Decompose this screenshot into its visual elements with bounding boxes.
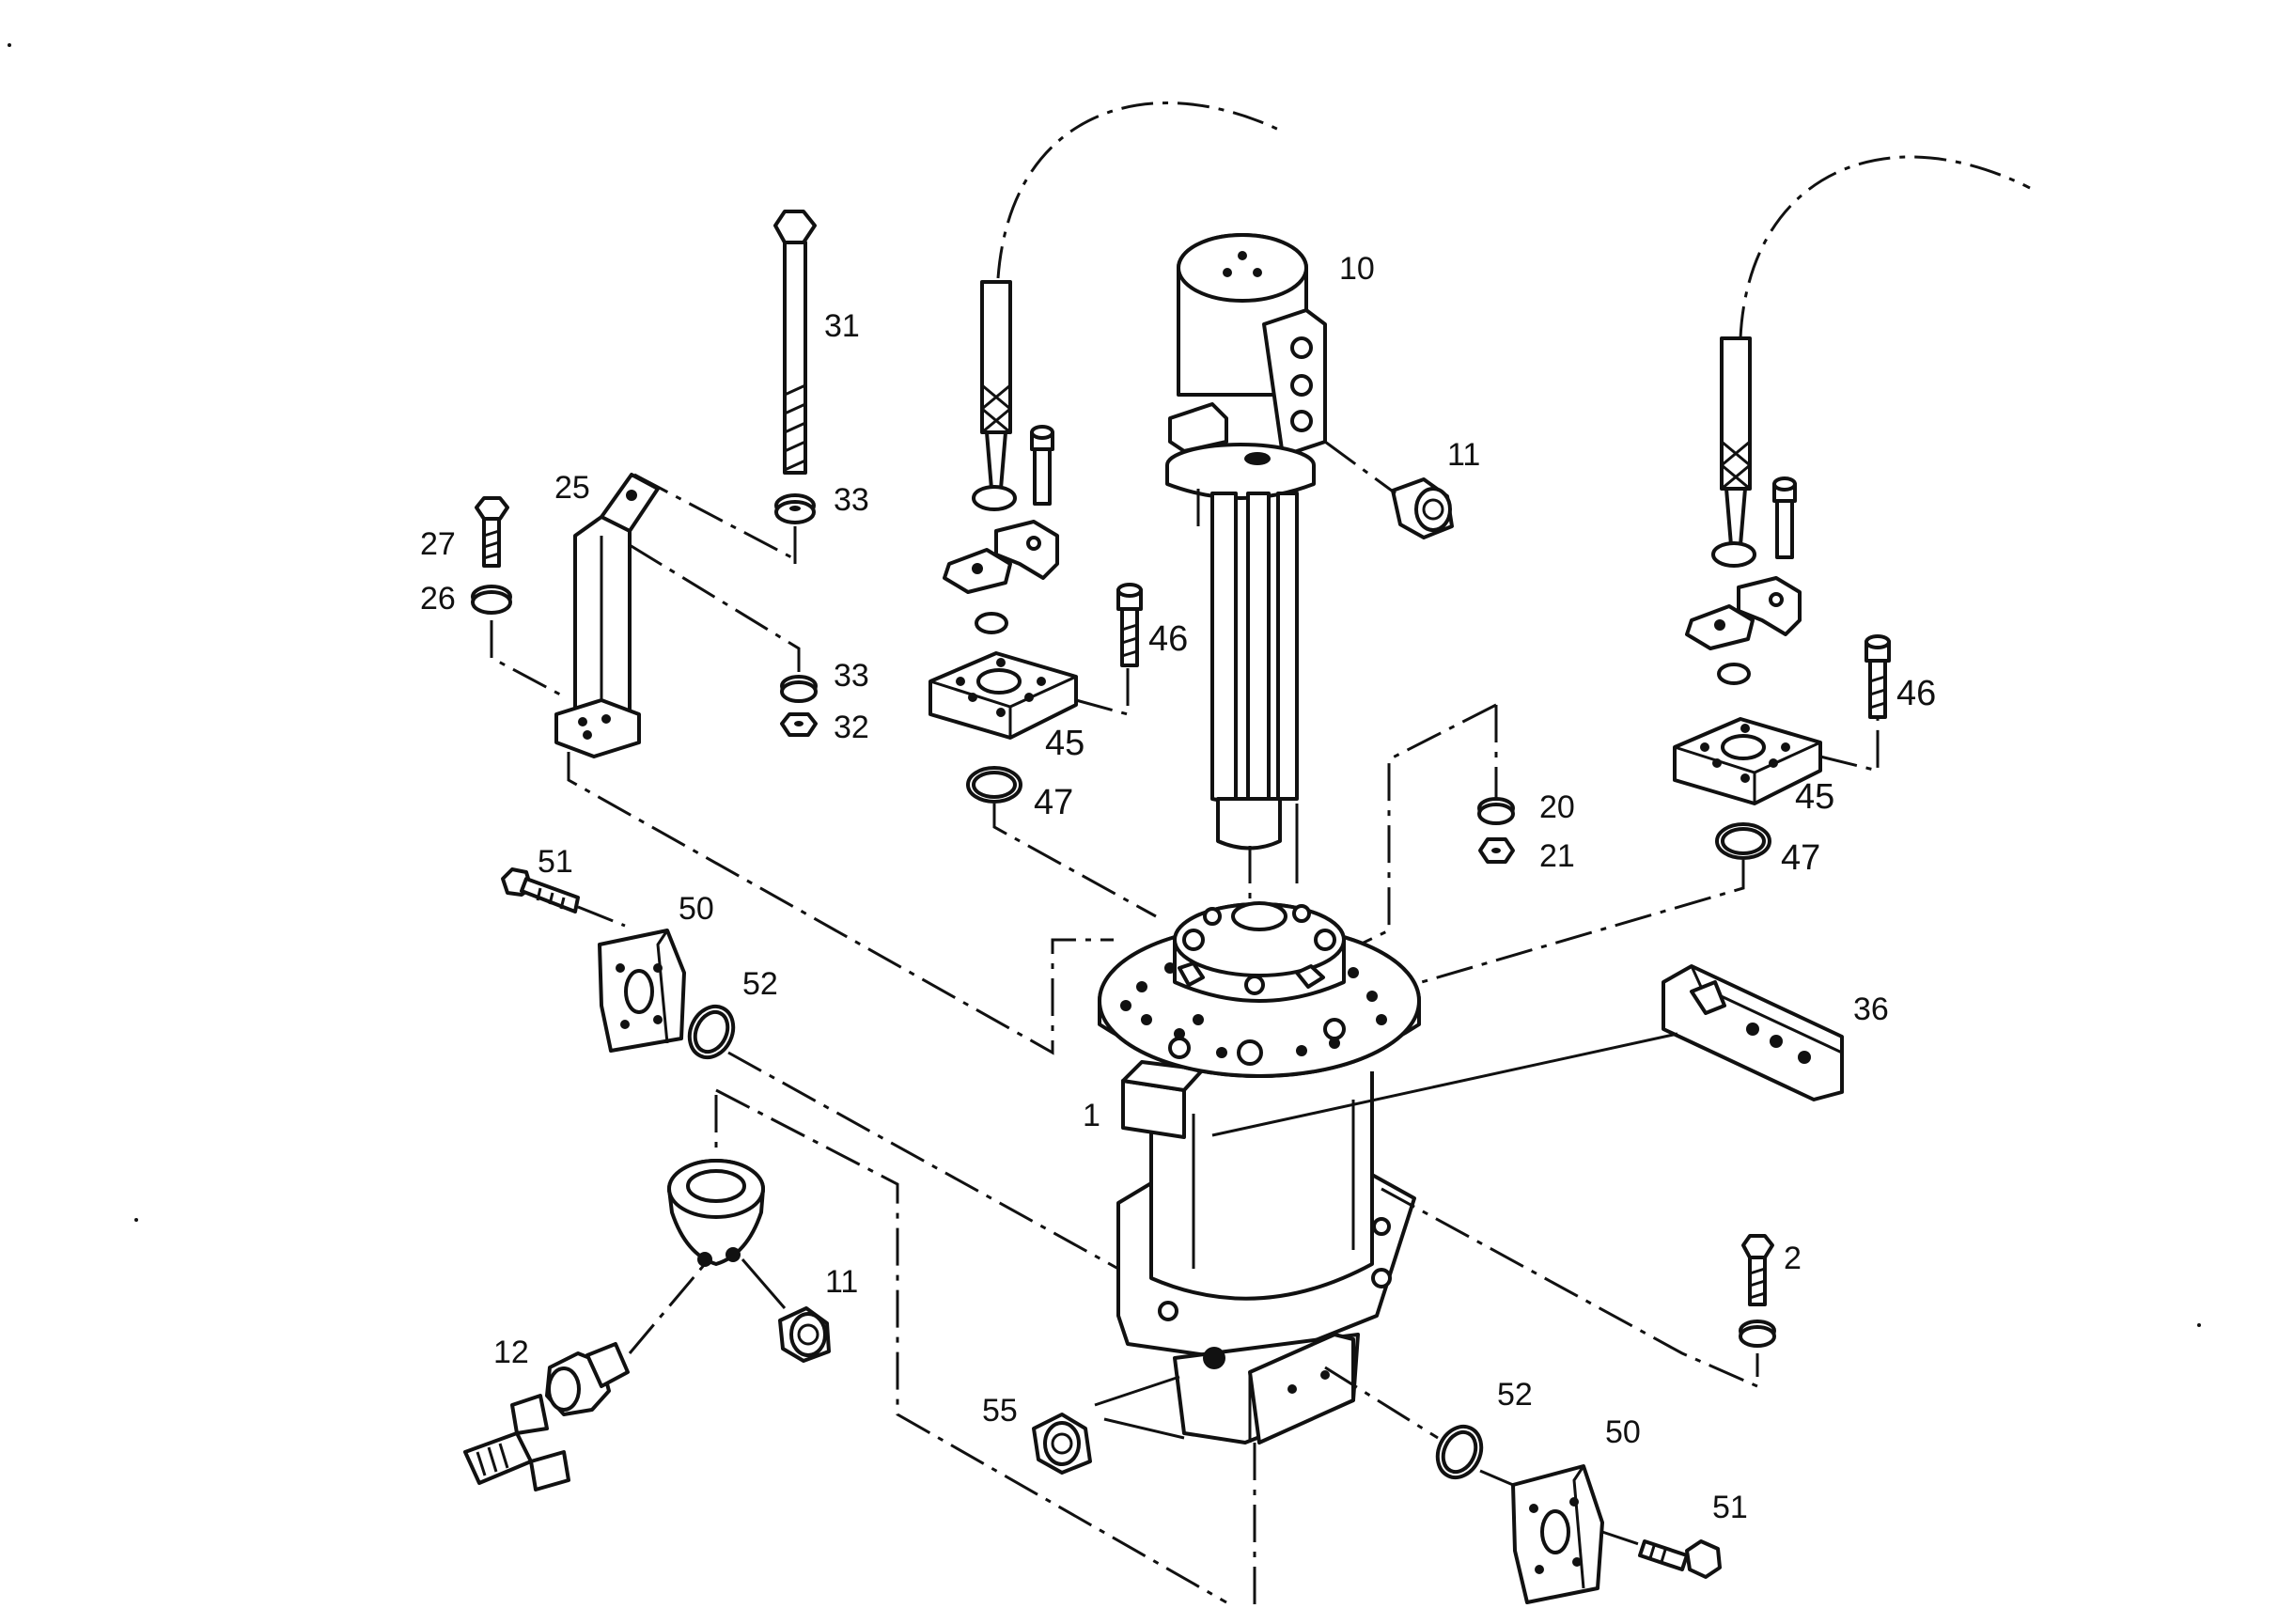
part-50-flange-left — [598, 929, 686, 1053]
label-25: 25 — [554, 470, 590, 506]
clamp-left — [943, 520, 1059, 594]
label-31: 31 — [824, 308, 860, 344]
label-32: 32 — [834, 710, 869, 745]
leader-45-46-left — [1075, 667, 1130, 716]
leader-52-left — [727, 1051, 1119, 1271]
label-47-right: 47 — [1781, 838, 1820, 878]
part-10-valve-head — [1165, 233, 1327, 883]
part-47-ring-left — [966, 766, 1022, 804]
label-27: 27 — [420, 526, 456, 562]
part-36-plate — [1662, 964, 1844, 1101]
label-2: 2 — [1784, 1241, 1802, 1276]
part-o-ring-small-right — [1717, 663, 1751, 685]
label-46-left: 46 — [1148, 619, 1188, 659]
leader-52-50 — [1479, 1469, 1514, 1487]
label-55: 55 — [982, 1393, 1018, 1429]
part-cup — [667, 1159, 765, 1267]
leader-45-46-right — [1819, 719, 1880, 773]
part-20-washer — [1477, 797, 1515, 825]
part-33-washer-a — [774, 493, 816, 524]
part-46-screw-left — [1116, 583, 1143, 667]
label-50-right: 50 — [1605, 1414, 1641, 1450]
leader-36 — [1211, 1032, 1678, 1137]
part-46-screw-upper-right — [1772, 476, 1797, 559]
label-47-left: 47 — [1034, 783, 1073, 822]
scan-dot — [8, 43, 11, 47]
part-1-main-body — [1098, 901, 1421, 1444]
leader-11-top — [1324, 440, 1396, 495]
hose-left — [996, 102, 1284, 279]
label-20: 20 — [1539, 789, 1575, 825]
part-11-cap-screw-bottom — [778, 1306, 831, 1363]
label-52-left: 52 — [742, 966, 778, 1002]
label-45-right: 45 — [1795, 777, 1834, 817]
leader-51-right — [1601, 1530, 1646, 1548]
leader-12 — [628, 1263, 707, 1354]
label-11-top: 11 — [1447, 437, 1480, 473]
leader-47-right — [1324, 860, 1745, 1012]
label-33-bottom: 33 — [834, 658, 869, 694]
part-33-washer-b — [780, 675, 818, 703]
part-11-cap-screw-top — [1391, 477, 1454, 539]
part-47-ring-right — [1715, 822, 1771, 860]
leader-cup-frame — [715, 1088, 1227, 1604]
part-45-block-right — [1673, 717, 1822, 805]
scan-dot — [134, 1218, 138, 1222]
part-tee-fitting — [463, 1394, 570, 1491]
label-11-bottom: 11 — [825, 1264, 858, 1300]
label-51-right: 51 — [1712, 1490, 1748, 1525]
leader-2 — [1381, 1187, 1759, 1389]
hose-right — [1739, 155, 2031, 339]
part-21-nut — [1478, 837, 1515, 864]
label-33-top: 33 — [834, 482, 869, 518]
part-27-bolt — [475, 496, 509, 568]
label-36: 36 — [1853, 992, 1889, 1027]
leader-20-21 — [1319, 703, 1498, 965]
label-12: 12 — [493, 1335, 529, 1370]
part-31-long-bolt — [773, 210, 817, 475]
part-46-screw-upper-left — [1030, 425, 1054, 506]
hose-fitting-left — [972, 280, 1017, 511]
leader-11-bottom — [741, 1258, 787, 1309]
label-52-right: 52 — [1497, 1377, 1533, 1413]
part-52-ring-left — [687, 1004, 736, 1060]
leader-51-left — [577, 905, 626, 928]
label-51-left: 51 — [538, 844, 573, 880]
part-55-cap-screw — [1032, 1413, 1092, 1475]
part-number-labels: 1 2 10 11 11 12 20 21 25 26 27 31 32 33 … — [420, 251, 1936, 1525]
leader-25-33a — [633, 473, 797, 562]
leader-26-bracket — [490, 620, 563, 697]
scan-dot — [2197, 1323, 2201, 1327]
label-10: 10 — [1339, 251, 1375, 287]
part-26-washer — [471, 585, 512, 615]
part-51-bolt-right — [1638, 1539, 1722, 1579]
leader-55 — [1094, 1375, 1185, 1440]
part-2-bolt — [1741, 1234, 1774, 1306]
part-32-nut — [780, 712, 818, 737]
part-46-screw-right — [1865, 634, 1891, 719]
part-52-ring-right — [1435, 1424, 1484, 1480]
leader-bracket-base — [567, 752, 1114, 1055]
leader-25-33b — [629, 543, 801, 672]
leader-47-left — [992, 804, 1157, 918]
label-45-left: 45 — [1045, 724, 1084, 763]
clamp-right — [1685, 576, 1802, 650]
label-46-right: 46 — [1896, 674, 1936, 713]
part-50-flange-right — [1511, 1464, 1604, 1604]
part-25-bracket — [554, 473, 660, 758]
part-45-block-left — [928, 651, 1078, 740]
part-51-bolt-left — [501, 867, 580, 914]
label-50-left: 50 — [679, 891, 714, 927]
label-1: 1 — [1083, 1098, 1100, 1133]
label-26: 26 — [420, 581, 456, 617]
part-o-ring-small-left — [975, 612, 1008, 634]
label-21: 21 — [1539, 838, 1575, 874]
part-12-union — [545, 1342, 630, 1416]
leader-52-right — [1324, 1366, 1439, 1440]
part-2-washer — [1739, 1320, 1776, 1348]
hose-fitting-right — [1711, 336, 1756, 568]
